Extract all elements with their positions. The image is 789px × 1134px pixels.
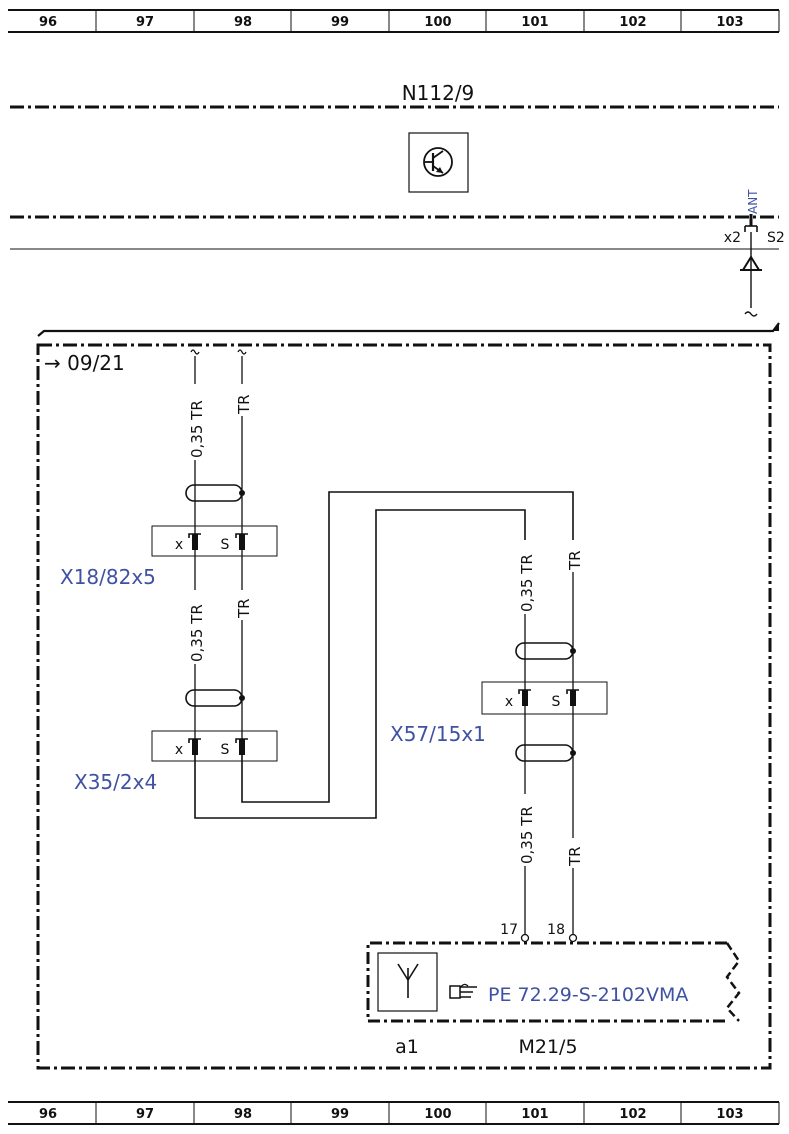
x57-pin-s: S bbox=[552, 694, 561, 710]
wire-label-2-mid: TR bbox=[235, 598, 253, 619]
x18-pin-x: x bbox=[175, 537, 183, 553]
ruler-top-98: 98 bbox=[234, 15, 252, 30]
ruler-top-96: 96 bbox=[39, 15, 57, 30]
ruler-bottom-97: 97 bbox=[136, 1107, 154, 1122]
antenna-symbol-box bbox=[377, 952, 438, 1012]
module-n112-9: N112/9 bbox=[10, 81, 779, 250]
x18-pin-s: S bbox=[221, 537, 230, 553]
wire-label-4-bottom: TR bbox=[566, 846, 584, 867]
pin-17-label: 17 bbox=[500, 922, 518, 938]
ant-cut-label: S2 bbox=[767, 230, 785, 246]
routing-wires bbox=[194, 491, 574, 819]
reference-marker: → 09/21 bbox=[44, 351, 125, 375]
ruler-top-103: 103 bbox=[716, 15, 743, 30]
ruler-top-97: 97 bbox=[136, 15, 154, 30]
x35-label: X35/2x4 bbox=[74, 770, 157, 794]
x57-pin-x: x bbox=[505, 694, 513, 710]
module-a1-label: a1 bbox=[395, 1036, 419, 1058]
wire-pair-left: 0,35 TR TR bbox=[185, 349, 253, 534]
wire-pair-right-bottom: 0,35 TR TR bbox=[515, 706, 584, 935]
ant-signal-label: ANT bbox=[746, 189, 760, 214]
connector-x57-15x1: x S X57/15x1 bbox=[390, 681, 608, 746]
x57-label: X57/15x1 bbox=[390, 722, 486, 746]
module-title: N112/9 bbox=[402, 81, 475, 105]
ruler-top-102: 102 bbox=[619, 15, 646, 30]
antenna-module: 17 18 PE 72.29-S-2102VMA a1 M21/5 bbox=[366, 922, 741, 1058]
wire-label-2-top: TR bbox=[235, 394, 253, 415]
pointing-hand-icon bbox=[449, 983, 477, 999]
wire-pair-left-mid: 0,35 TR TR bbox=[185, 550, 253, 740]
wire-pair-right: 0,35 TR TR bbox=[515, 550, 584, 690]
ant-pin-label: x2 bbox=[724, 230, 741, 246]
module-symbol-box bbox=[408, 132, 469, 193]
ant-wire-break bbox=[744, 311, 758, 317]
wire-label-1-mid: 0,35 TR bbox=[188, 604, 206, 662]
ruler-bottom-102: 102 bbox=[619, 1107, 646, 1122]
vehicle-area-frame bbox=[36, 322, 780, 1070]
ruler-bottom-103: 103 bbox=[716, 1107, 743, 1122]
pin-17 bbox=[520, 933, 530, 943]
ruler-top-101: 101 bbox=[521, 15, 548, 30]
ruler-bottom-100: 100 bbox=[424, 1107, 451, 1122]
antenna-connector: ANT x2 S2 bbox=[724, 189, 785, 317]
ruler-bottom-96: 96 bbox=[39, 1107, 57, 1122]
top-ruler: 96 97 98 99 100 101 102 103 bbox=[8, 9, 780, 33]
pin-18-label: 18 bbox=[547, 922, 565, 938]
x35-pin-s: S bbox=[221, 742, 230, 758]
wire-label-4-top: TR bbox=[566, 550, 584, 571]
ruler-bottom-98: 98 bbox=[234, 1107, 252, 1122]
document-reference-link[interactable]: PE 72.29-S-2102VMA bbox=[488, 984, 688, 1006]
ruler-bottom-101: 101 bbox=[521, 1107, 548, 1122]
reference-text: → 09/21 bbox=[44, 351, 125, 375]
x18-label: X18/82x5 bbox=[60, 565, 156, 589]
wire-label-3-top: 0,35 TR bbox=[518, 554, 536, 612]
ruler-top-100: 100 bbox=[424, 15, 451, 30]
antenna-icon bbox=[397, 963, 419, 998]
wire-label-1-top: 0,35 TR bbox=[188, 400, 206, 458]
pin-18 bbox=[568, 933, 578, 943]
ground-triangle-icon bbox=[740, 255, 762, 271]
bottom-ruler: 96 97 98 99 100 101 102 103 bbox=[8, 1101, 780, 1125]
ruler-bottom-99: 99 bbox=[331, 1107, 349, 1122]
transistor-icon bbox=[423, 147, 453, 177]
x35-pin-x: x bbox=[175, 742, 183, 758]
connector-x18-82x5: x S X18/82x5 bbox=[60, 525, 278, 589]
ruler-top-99: 99 bbox=[331, 15, 349, 30]
wire-label-3-bottom: 0,35 TR bbox=[518, 806, 536, 864]
module-m21-5-label: M21/5 bbox=[518, 1036, 577, 1058]
connector-x35-2x4: x S X35/2x4 bbox=[74, 730, 278, 794]
